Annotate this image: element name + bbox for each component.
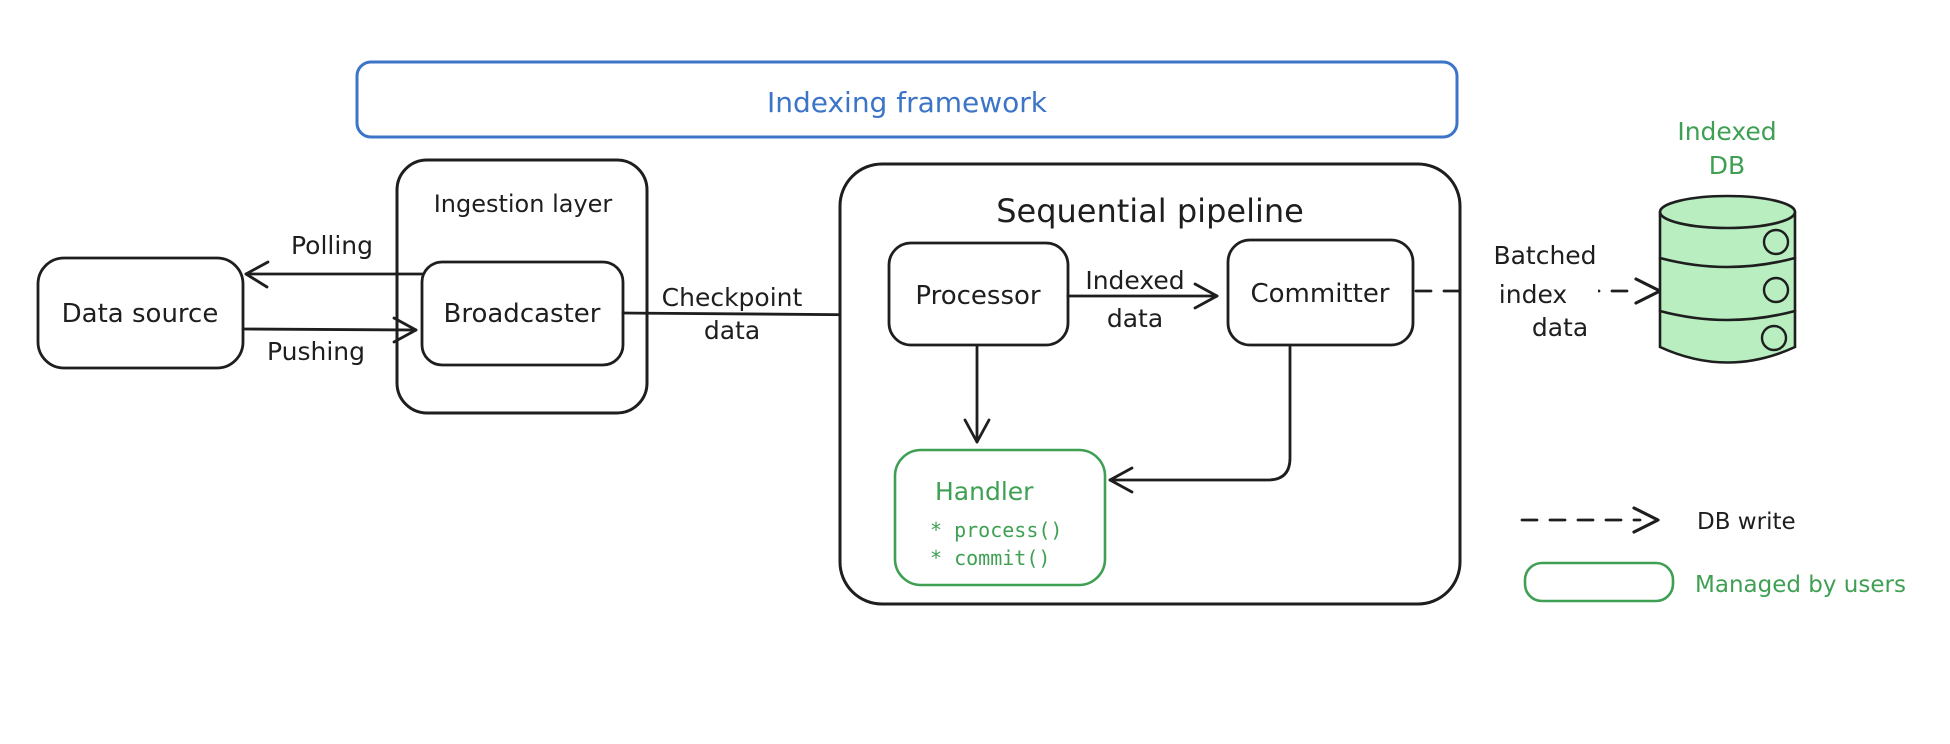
- db-divider-2: [1658, 309, 1797, 322]
- broadcaster-label: Broadcaster: [444, 299, 601, 329]
- polling-label: Polling: [291, 231, 373, 260]
- db-dot-2: [1762, 276, 1790, 304]
- batched-label-line3: data: [1532, 313, 1588, 342]
- db-top-ellipse: [1658, 194, 1797, 230]
- handler-method-commit: * commit(): [930, 546, 1050, 570]
- handler-method-process: * process(): [930, 518, 1062, 542]
- checkpoint-label-line1: Checkpoint: [662, 283, 803, 312]
- legend-dashed-arrowhead-icon: [1632, 506, 1660, 534]
- indexed-data-arrowhead-icon: [1193, 282, 1219, 310]
- batched-label-mask: [1466, 273, 1598, 309]
- legend-green-box-icon: [1523, 561, 1675, 603]
- checkpoint-label-line2: data: [704, 316, 760, 345]
- indexed-db-label-line1: Indexed: [1677, 117, 1776, 146]
- pushing-label: Pushing: [267, 337, 365, 366]
- processor-to-handler-arrowhead-icon: [963, 418, 991, 444]
- data-source-label: Data source: [62, 299, 219, 329]
- ingestion-layer-label: Ingestion layer: [434, 190, 613, 218]
- legend: DB write Managed by users: [1520, 506, 1906, 603]
- processor-node: [887, 241, 1070, 347]
- handler-node: [893, 448, 1107, 587]
- indexed-db-cylinder-icon: [1658, 194, 1797, 364]
- legend-managed-by-users-label: Managed by users: [1695, 572, 1906, 598]
- pushing-arrow: [241, 327, 418, 332]
- checkpoint-arrow: [621, 311, 883, 317]
- polling-arrowhead-icon: [244, 260, 270, 289]
- committer-node: [1226, 238, 1415, 347]
- data-source-node: [36, 256, 245, 370]
- batched-label-line1: Batched: [1493, 241, 1596, 270]
- handler-label: Handler: [935, 477, 1034, 506]
- db-dot-1: [1762, 228, 1790, 256]
- committer-label: Committer: [1250, 279, 1389, 309]
- db-body-fill: [1660, 212, 1795, 363]
- indexed-data-label-line2: data: [1107, 304, 1163, 333]
- db-dot-3: [1760, 324, 1788, 352]
- pushing-arrowhead-icon: [392, 316, 418, 344]
- committer-to-handler-arrow: [1108, 345, 1292, 482]
- indexed-db-label-line2: DB: [1709, 151, 1745, 180]
- db-body-outline: [1658, 210, 1797, 364]
- legend-db-write-label: DB write: [1697, 509, 1796, 535]
- indexing-framework-frame: [355, 60, 1459, 139]
- db-divider-1: [1658, 256, 1797, 269]
- processor-label: Processor: [915, 281, 1041, 311]
- indexed-data-label-line1: Indexed: [1085, 266, 1184, 295]
- batched-label-line2: index: [1499, 280, 1567, 309]
- sequential-pipeline-label: Sequential pipeline: [996, 192, 1304, 230]
- indexing-framework-title: Indexing framework: [767, 86, 1048, 119]
- committer-to-handler-arrowhead-icon: [1108, 466, 1134, 494]
- batched-index-arrowhead-icon: [1634, 277, 1662, 305]
